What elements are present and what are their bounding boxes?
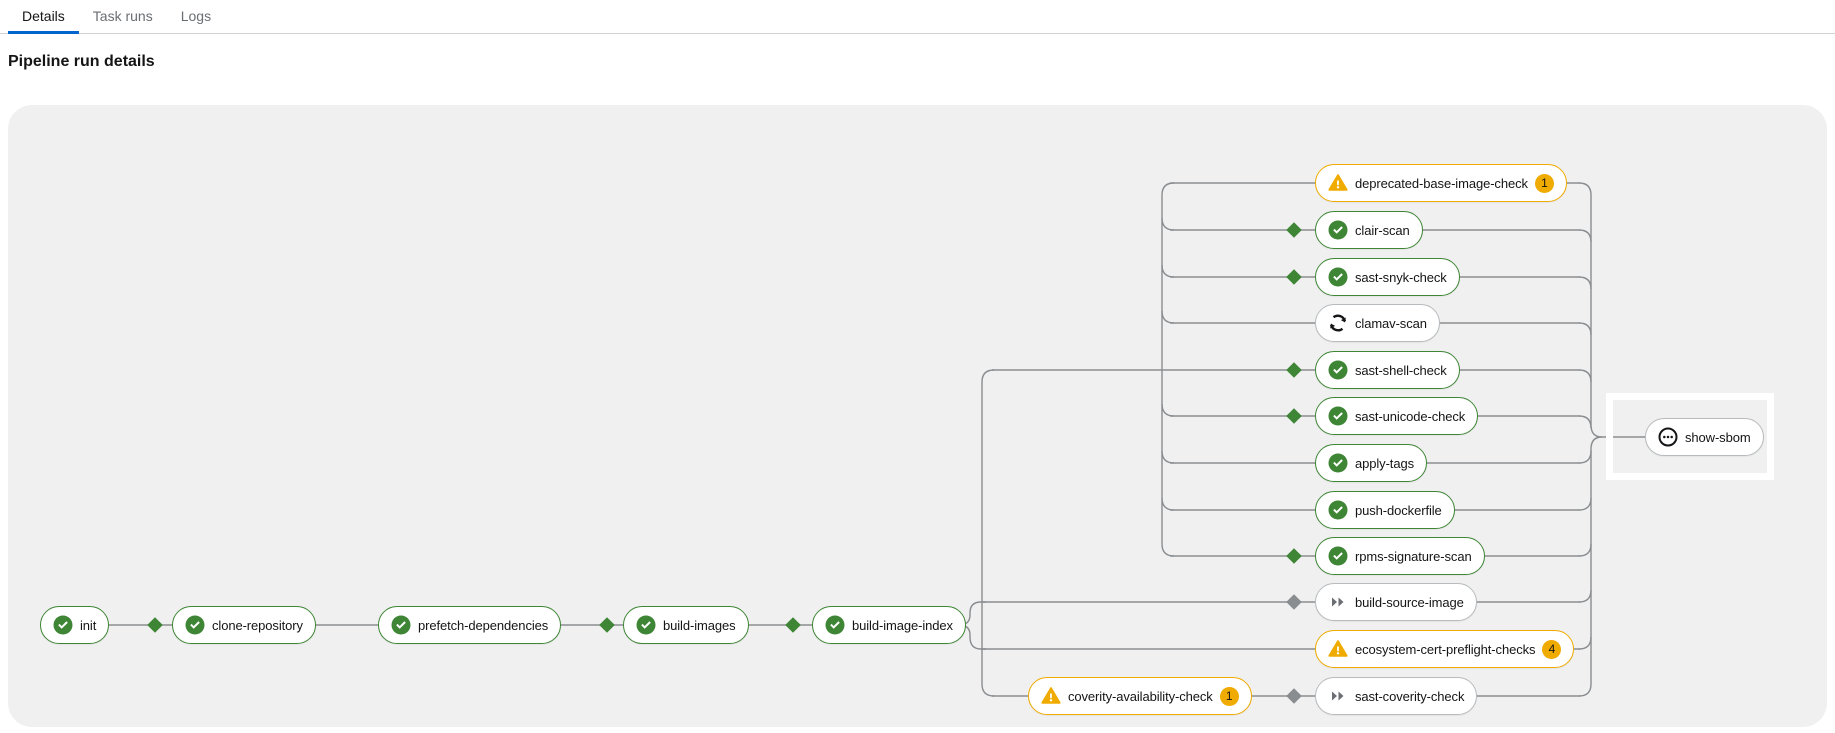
pending-icon xyxy=(1658,427,1678,447)
task-label: build-images xyxy=(663,617,736,633)
check-circle-icon xyxy=(1328,406,1348,426)
task-node-coverity-availability-check[interactable]: coverity-availability-check 1 xyxy=(1028,677,1252,715)
task-label: sast-snyk-check xyxy=(1355,269,1447,285)
task-label: build-source-image xyxy=(1355,594,1464,610)
check-circle-icon xyxy=(1328,546,1348,566)
when-expression-diamond xyxy=(1286,222,1302,238)
task-node-ecosystem-cert-preflight-checks[interactable]: ecosystem-cert-preflight-checks 4 xyxy=(1315,630,1575,668)
task-node-init[interactable]: init xyxy=(40,606,110,644)
task-label: clamav-scan xyxy=(1355,315,1427,331)
task-node-show-sbom[interactable]: show-sbom xyxy=(1645,418,1764,456)
task-node-build-source-image[interactable]: build-source-image xyxy=(1315,583,1477,621)
check-circle-icon xyxy=(1328,220,1348,240)
selected-node-highlight xyxy=(1606,393,1774,480)
task-node-sast-snyk-check[interactable]: sast-snyk-check xyxy=(1315,258,1460,296)
when-expression-diamond xyxy=(1286,408,1302,424)
check-circle-icon xyxy=(636,615,656,635)
in-progress-icon xyxy=(1328,313,1348,333)
task-node-build-images[interactable]: build-images xyxy=(623,606,749,644)
tab-details[interactable]: Details xyxy=(8,0,79,34)
task-label: init xyxy=(80,617,97,633)
tab-bar: Details Task runs Logs xyxy=(0,0,1835,34)
warning-count-badge: 1 xyxy=(1219,686,1239,706)
tab-logs[interactable]: Logs xyxy=(180,7,212,24)
when-expression-diamond-skipped xyxy=(1286,594,1302,610)
task-label: coverity-availability-check xyxy=(1068,688,1213,704)
task-node-apply-tags[interactable]: apply-tags xyxy=(1315,444,1427,482)
when-expression-diamond xyxy=(147,617,163,633)
when-expression-diamond xyxy=(1286,548,1302,564)
task-node-sast-shell-check[interactable]: sast-shell-check xyxy=(1315,351,1460,389)
task-label: apply-tags xyxy=(1355,455,1414,471)
task-label: push-dockerfile xyxy=(1355,502,1442,518)
page-title: Pipeline run details xyxy=(8,53,155,70)
check-circle-icon xyxy=(185,615,205,635)
task-node-clone-repository[interactable]: clone-repository xyxy=(172,606,316,644)
task-label: rpms-signature-scan xyxy=(1355,548,1472,564)
when-expression-diamond xyxy=(1286,362,1302,378)
when-expression-diamond xyxy=(785,617,801,633)
task-node-push-dockerfile[interactable]: push-dockerfile xyxy=(1315,491,1455,529)
check-circle-icon xyxy=(391,615,411,635)
task-label: show-sbom xyxy=(1685,429,1751,445)
task-label: sast-shell-check xyxy=(1355,362,1447,378)
check-circle-icon xyxy=(1328,500,1348,520)
skipped-icon xyxy=(1328,592,1348,612)
task-label: build-image-index xyxy=(852,617,953,633)
when-expression-diamond xyxy=(1286,269,1302,285)
check-circle-icon xyxy=(825,615,845,635)
pipeline-graph-canvas[interactable]: init clone-repository prefetch-dependencie… xyxy=(8,105,1827,727)
task-node-clamav-scan[interactable]: clamav-scan xyxy=(1315,304,1440,342)
tab-task-runs[interactable]: Task runs xyxy=(92,7,153,24)
skipped-icon xyxy=(1328,686,1348,706)
warning-count-badge: 4 xyxy=(1542,639,1562,659)
when-expression-diamond xyxy=(599,617,615,633)
check-circle-icon xyxy=(1328,360,1348,380)
task-label: sast-unicode-check xyxy=(1355,408,1466,424)
check-circle-icon xyxy=(1328,267,1348,287)
task-label: sast-coverity-check xyxy=(1355,688,1465,704)
task-label: clone-repository xyxy=(212,617,303,633)
warning-triangle-icon xyxy=(1328,639,1348,659)
task-node-prefetch-dependencies[interactable]: prefetch-dependencies xyxy=(378,606,562,644)
task-label: ecosystem-cert-preflight-checks xyxy=(1355,641,1536,657)
task-node-deprecated-base-image-check[interactable]: deprecated-base-image-check 1 xyxy=(1315,164,1567,202)
check-circle-icon xyxy=(1328,453,1348,473)
task-node-rpms-signature-scan[interactable]: rpms-signature-scan xyxy=(1315,537,1485,575)
warning-triangle-icon xyxy=(1041,686,1061,706)
task-label: prefetch-dependencies xyxy=(418,617,549,633)
task-label: clair-scan xyxy=(1355,222,1410,238)
task-label: deprecated-base-image-check xyxy=(1355,175,1528,191)
task-node-clair-scan[interactable]: clair-scan xyxy=(1315,211,1423,249)
task-node-sast-coverity-check[interactable]: sast-coverity-check xyxy=(1315,677,1478,715)
warning-triangle-icon xyxy=(1328,173,1348,193)
task-node-build-image-index[interactable]: build-image-index xyxy=(812,606,966,644)
when-expression-diamond-skipped xyxy=(1286,688,1302,704)
task-node-sast-unicode-check[interactable]: sast-unicode-check xyxy=(1315,397,1479,435)
warning-count-badge: 1 xyxy=(1534,173,1554,193)
check-circle-icon xyxy=(53,615,73,635)
